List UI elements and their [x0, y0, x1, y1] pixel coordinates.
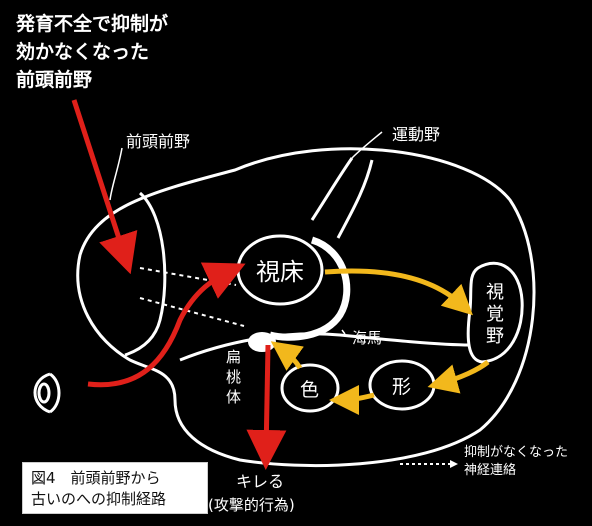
prefrontal-arrow	[71, 99, 138, 275]
prefrontal-leader	[109, 147, 123, 201]
visual-label-1: 視	[486, 282, 504, 303]
legend-line-1: 抑制がなくなった	[464, 445, 568, 460]
eye-to-thalamus-arrow	[87, 262, 246, 388]
note-line-3: 前頭前野	[16, 68, 92, 91]
shape-label: 形	[392, 376, 411, 398]
brain-outline	[76, 147, 536, 468]
hippocampus-curve	[269, 236, 351, 341]
motor-label: 運動野	[392, 125, 440, 144]
visual-label-2: 覚	[486, 304, 504, 325]
shape-to-color-arrow	[329, 384, 375, 415]
motor-line-1	[310, 157, 354, 221]
eye-icon	[33, 372, 61, 414]
lost-connection-2	[139, 297, 245, 327]
prefrontal-label: 前頭前野	[126, 132, 190, 151]
amygdala-label-3: 体	[226, 388, 241, 406]
hippocampus-label: 海馬	[352, 329, 382, 347]
visual-label-3: 野	[486, 326, 504, 347]
amygdala-blob	[248, 332, 276, 352]
visual-to-shape-arrow	[427, 360, 490, 394]
prefrontal-boundary	[124, 191, 167, 357]
note-line-1: 発育不全で抑制が	[15, 12, 168, 35]
note-line-2: 効かなくなった	[16, 40, 149, 63]
aggressive-label: (攻撃的行為)	[208, 496, 295, 514]
motor-leader	[351, 131, 383, 159]
amygdala-label-2: 桃	[226, 368, 241, 386]
amygdala-to-output-arrow	[246, 344, 287, 470]
hippocampus-leader	[341, 329, 346, 335]
amygdala-label-1: 扁	[226, 348, 241, 366]
temporal-boundary	[179, 332, 471, 362]
figure-caption: 図4 前頭前野から 古いのへの抑制経路	[22, 462, 208, 514]
color-label: 色	[300, 379, 319, 401]
legend-dashed-head	[450, 460, 458, 468]
kireru-label: キレる	[236, 472, 284, 491]
color-to-amygdala-arrow	[270, 341, 304, 371]
thalamus-label: 視床	[256, 258, 304, 286]
motor-line-2	[336, 159, 374, 239]
caption-line-1: 図4 前頭前野から	[31, 469, 161, 487]
caption-line-2: 古いのへの抑制経路	[31, 490, 167, 508]
legend-line-2: 神経連絡	[464, 462, 516, 478]
thalamus-to-visual-arrow	[324, 268, 473, 316]
